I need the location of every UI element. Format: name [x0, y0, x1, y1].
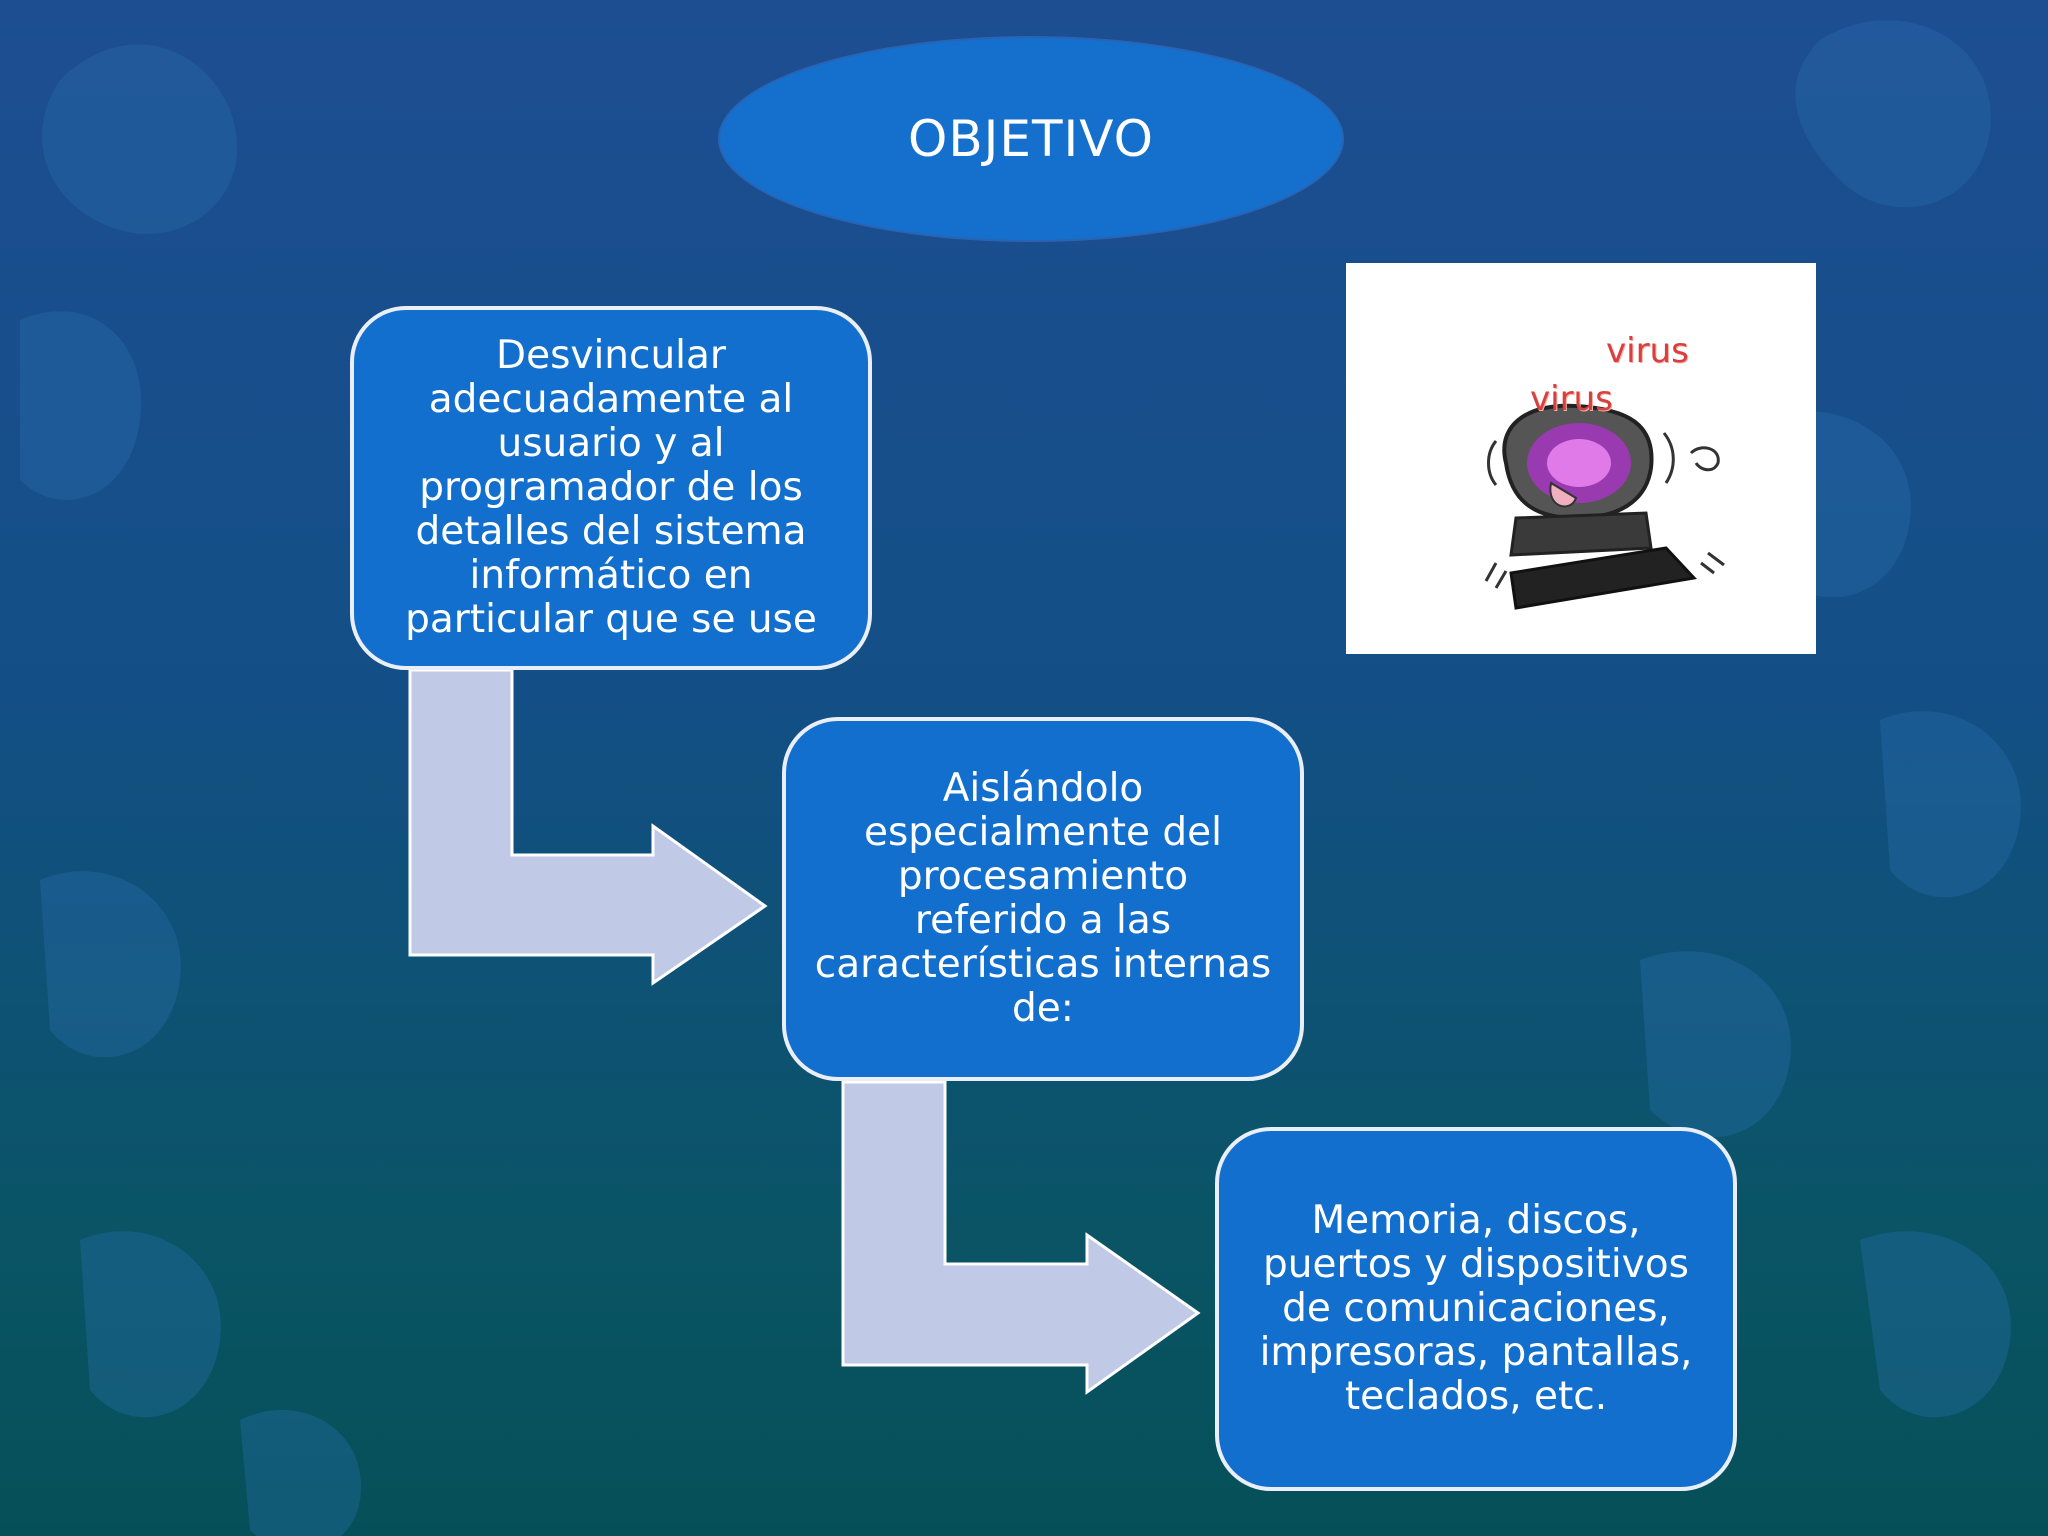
virus-label-1: virus — [1606, 331, 1689, 371]
sick-computer-icon — [1484, 403, 1725, 610]
bent-arrow-2 — [841, 1080, 1201, 1395]
flow-box-2: Aislándolo especialmente del procesamien… — [782, 717, 1304, 1081]
flow-box-3: Memoria, discos, puertos y dispositivos … — [1215, 1127, 1737, 1491]
title-ellipse: OBJETIVO — [718, 36, 1344, 242]
virus-image: virus virus — [1346, 263, 1816, 654]
title-text: OBJETIVO — [908, 110, 1154, 168]
flow-box-1: Desvincular adecuadamente al usuario y a… — [350, 306, 872, 670]
bent-arrow-1 — [408, 668, 768, 986]
virus-label-2: virus — [1530, 379, 1613, 419]
